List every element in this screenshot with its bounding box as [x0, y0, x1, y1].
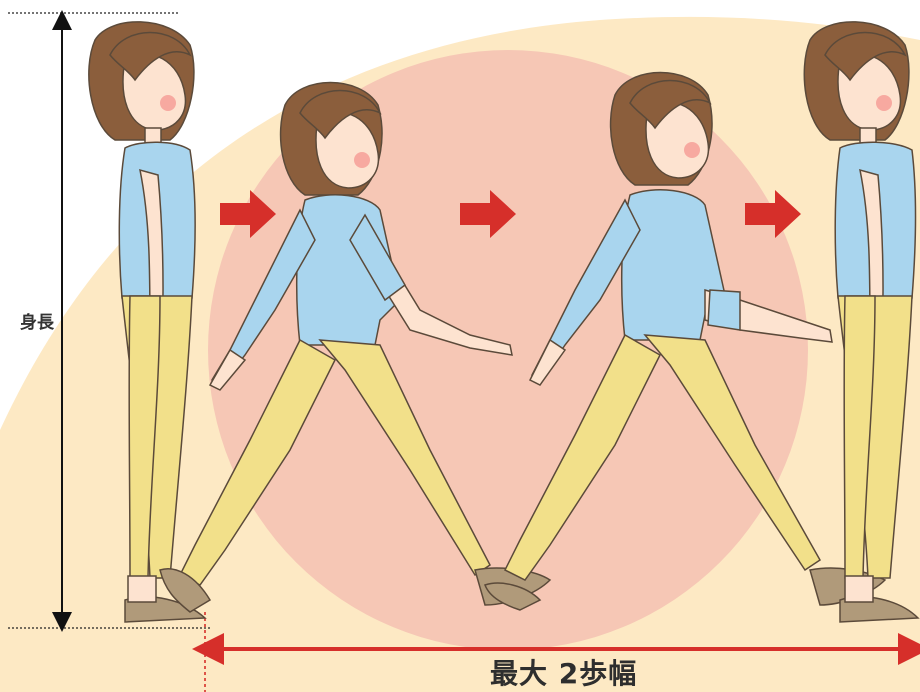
stride-label: 最大 2歩幅 [490, 652, 637, 692]
height-label: 身長 [20, 308, 54, 333]
